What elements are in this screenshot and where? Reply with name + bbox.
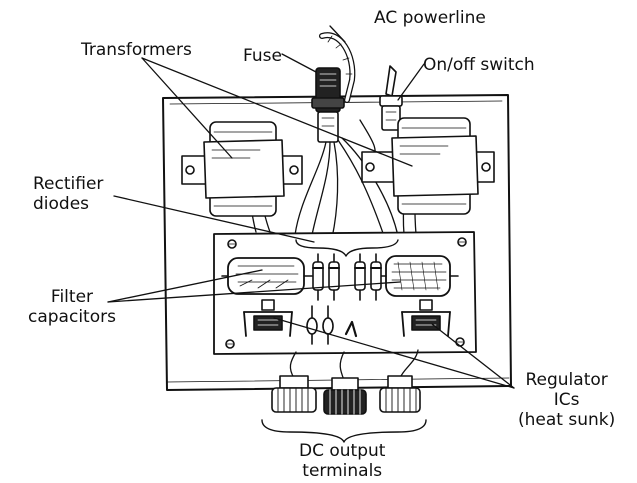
dc-output-terminal-2 xyxy=(324,378,366,414)
dc-output-terminals-label: DC output terminals xyxy=(299,441,385,481)
transformers-label: Transformers xyxy=(81,40,192,60)
filter-capacitors-label: Filter capacitors xyxy=(28,287,116,327)
regulator-label-line-1: Regulator xyxy=(518,370,615,390)
filter-label-line-2: capacitors xyxy=(28,307,116,327)
dc-output-terminal-3 xyxy=(380,376,420,412)
transformer-left xyxy=(182,122,302,216)
rectifier-label-line-1: Rectifier xyxy=(33,174,103,194)
on-off-switch-label: On/off switch xyxy=(423,55,535,75)
ac-powerline-label: AC powerline xyxy=(374,8,486,28)
rectifier-diodes-label: Rectifier diodes xyxy=(33,174,103,214)
regulator-ics-label: Regulator ICs (heat sunk) xyxy=(518,370,615,430)
dc-label-line-1: DC output xyxy=(299,441,385,461)
filter-label-line-1: Filter xyxy=(28,287,116,307)
transformer-right xyxy=(362,118,494,214)
fuse-holder xyxy=(312,68,344,142)
dc-label-line-2: terminals xyxy=(299,461,385,481)
regulator-label-line-3: (heat sunk) xyxy=(518,410,615,430)
fuse-label: Fuse xyxy=(243,46,282,66)
regulator-label-line-2: ICs xyxy=(518,390,615,410)
dc-output-terminal-1 xyxy=(272,376,316,412)
filter-capacitor-right xyxy=(380,256,458,296)
dc-terminals-brace xyxy=(262,420,426,442)
rectifier-label-line-2: diodes xyxy=(33,194,103,214)
